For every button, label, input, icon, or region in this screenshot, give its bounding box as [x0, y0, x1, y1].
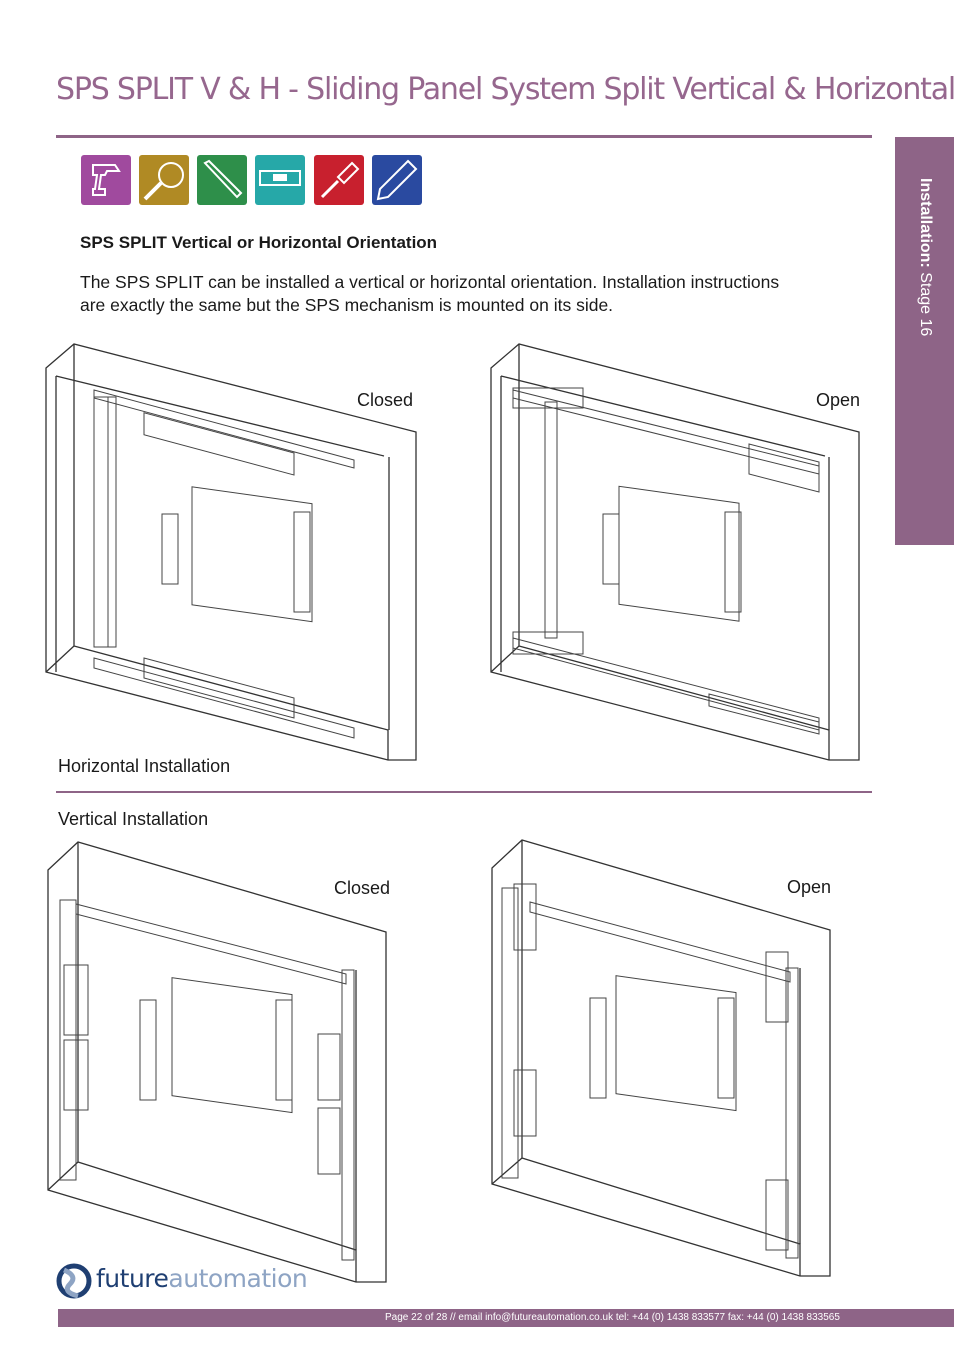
label-horizontal-open: Open	[816, 390, 861, 410]
screwdriver-icon	[314, 155, 364, 205]
page-title: SPS SPLIT V & H - Sliding Panel System S…	[56, 72, 954, 107]
label-horizontal-closed: Closed	[357, 390, 414, 410]
side-tab	[895, 137, 954, 545]
diagram-vertical-closed	[47, 841, 387, 1283]
section-divider	[56, 791, 872, 793]
company-logo-text: futureautomation	[96, 1264, 308, 1293]
tape-measure-icon	[139, 155, 189, 205]
spirit-level-icon	[255, 155, 305, 205]
diagram-horizontal-closed	[45, 343, 417, 761]
section-paragraph: The SPS SPLIT can be installed a vertica…	[80, 272, 780, 315]
allen-key-icon	[197, 155, 247, 205]
section-heading: SPS SPLIT Vertical or Horizontal Orienta…	[80, 233, 438, 252]
pencil-icon	[372, 155, 422, 205]
diagram-horizontal-open	[490, 343, 860, 761]
diagram-vertical-open	[491, 839, 831, 1277]
label-vertical-open: Open	[787, 877, 832, 897]
future-automation-logo-icon	[56, 1263, 92, 1299]
title-divider	[56, 135, 872, 138]
label-horizontal-installation: Horizontal Installation	[58, 756, 231, 776]
label-vertical-installation: Vertical Installation	[58, 809, 209, 829]
drill-icon	[81, 155, 131, 205]
label-vertical-closed: Closed	[334, 878, 391, 898]
side-tab-label: Installation: Stage 16	[917, 178, 934, 337]
footer-text: Page 22 of 28 // email info@futureautoma…	[385, 1312, 840, 1323]
footer-bar	[58, 1309, 954, 1327]
